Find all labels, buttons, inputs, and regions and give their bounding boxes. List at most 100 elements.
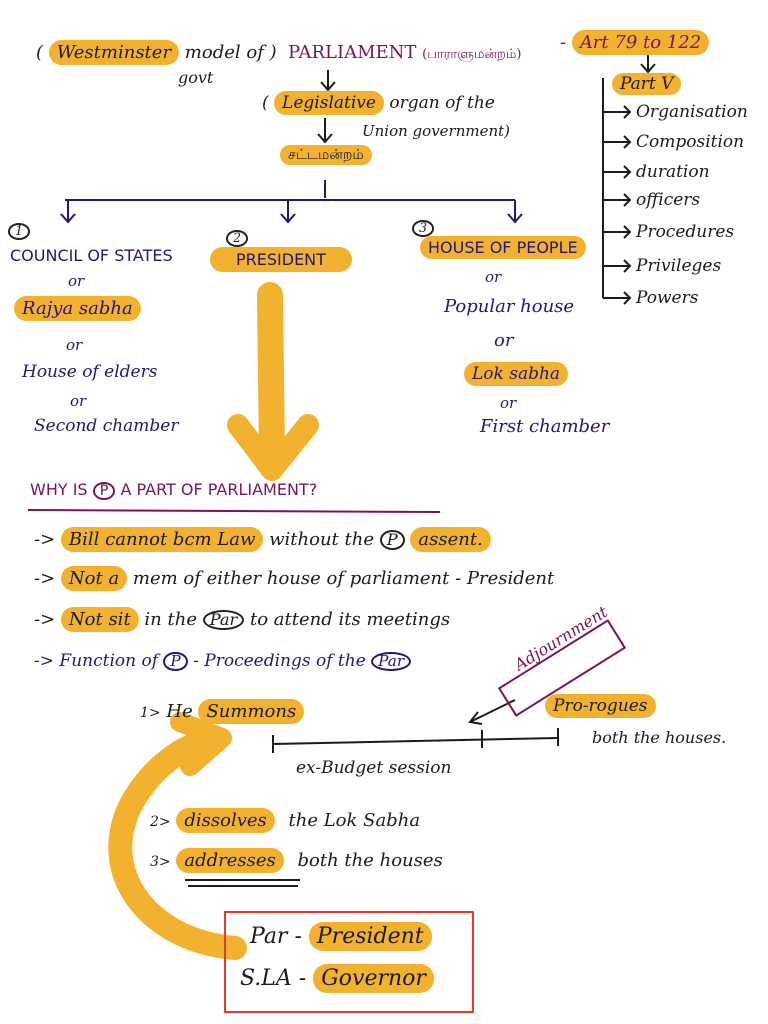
part-v-arrow-6 <box>603 259 632 273</box>
summary-box <box>224 911 474 1013</box>
box-row-1: Par - President <box>250 922 432 951</box>
branch-3-number: 3 <box>412 220 435 237</box>
box-president-label: President <box>308 922 432 951</box>
part-v-item-4: officers <box>636 190 701 210</box>
why-p-circle: P <box>92 482 116 501</box>
union-text: Union government) <box>362 122 511 140</box>
westminster-line: ( Westminster model of ) <box>36 40 277 65</box>
part-v-item-1: Organisation <box>636 102 748 122</box>
part-v-item-2: Composition <box>636 132 745 152</box>
timeline-line <box>272 737 559 745</box>
why-point-1: -> Bill cannot bcm Law without the P ass… <box>34 527 491 552</box>
ex-budget-label: ex-Budget session <box>296 758 452 778</box>
summons-label: Summons <box>198 699 305 724</box>
legislative-label: Legislative <box>274 91 384 115</box>
articles-label: Art 79 to 122 <box>571 30 710 55</box>
arrow-down-parliament <box>320 70 336 92</box>
curved-arrowhead <box>170 712 232 776</box>
house-name-3: First chamber <box>480 416 610 437</box>
addresses-underline <box>185 879 300 887</box>
parliament-title: PARLIAMENT (பாராளுமன்றம்) <box>288 44 521 62</box>
why-suffix: A PART OF PARLIAMENT? <box>120 480 318 499</box>
why-point-3-highlight: Not sit <box>60 607 139 632</box>
house-or-1: or <box>485 268 502 286</box>
arrow-down-legislative <box>317 118 333 144</box>
part-v-arrow-1 <box>603 105 632 119</box>
parliament-label: PARLIAMENT <box>288 42 417 63</box>
adjournment-arrow <box>468 699 516 725</box>
why-underline <box>27 509 441 513</box>
branch-1-number: 1 <box>8 223 31 240</box>
arrow-down-art <box>640 52 656 74</box>
branch-arrowheads <box>60 213 523 224</box>
big-down-arrow <box>257 282 285 468</box>
why-heading: WHY IS P A PART OF PARLIAMENT? <box>30 480 318 501</box>
big-down-arrowhead <box>227 414 319 481</box>
articles-line: - Art 79 to 122 <box>560 30 710 55</box>
both-houses-label: both the houses. <box>592 728 727 747</box>
why-point-2: -> Not a mem of either house of parliame… <box>34 566 555 591</box>
why-point-4: -> Function of P - Proceedings of the Pa… <box>34 652 412 672</box>
council-or-1: or <box>68 272 85 290</box>
why-point-1-highlight: Bill cannot bcm Law <box>60 527 264 552</box>
sattamandram-line: சட்டமன்றம் <box>280 145 372 165</box>
house-or-2: or <box>494 330 514 351</box>
part-v-item-5: Procedures <box>636 222 735 242</box>
house-of-people-label: HOUSE OF PEOPLE <box>420 236 586 259</box>
function-3: 3> addresses both the houses <box>150 848 443 873</box>
govt-label: govt <box>178 68 214 87</box>
council-title: COUNCIL OF STATES <box>10 246 173 265</box>
function-1: 1> He Summons <box>140 699 305 724</box>
function-2: 2> dissolves the Lok Sabha <box>150 808 421 833</box>
lok-sabha-label: Lok sabha <box>464 362 569 386</box>
part-v-arrow-5 <box>603 225 632 239</box>
organ-text: organ of the <box>389 93 495 113</box>
council-or-2: or <box>66 336 83 354</box>
part-v-arrow-7 <box>603 291 632 305</box>
model-of-label: model of <box>184 42 264 63</box>
why-point-4-circle: P <box>163 652 188 672</box>
sattamandram-label: சட்டமன்றம் <box>280 145 372 165</box>
curved-arrow <box>108 726 247 960</box>
why-point-1-circle: P <box>379 530 405 551</box>
council-or-3: or <box>70 392 87 410</box>
why-point-4-circle-2: Par <box>371 652 412 672</box>
house-or-3: or <box>500 394 517 412</box>
house-name-1: Popular house <box>444 296 575 317</box>
prorogues-label: Pro-rogues <box>545 694 656 718</box>
branch-2-number: 2 <box>226 230 249 247</box>
council-name-2: House of elders <box>22 362 158 382</box>
why-point-2-highlight: Not a <box>60 566 128 591</box>
prorogues-wrap: Pro-rogues <box>545 694 656 718</box>
why-prefix: WHY IS <box>30 480 88 499</box>
why-point-3-circle: Par <box>202 610 245 631</box>
part-v-title: Part V <box>612 73 682 95</box>
council-name-1-wrap: Rajya sabha <box>14 296 141 321</box>
timeline-ticks <box>272 728 559 753</box>
part-v-arrow-3 <box>603 165 632 179</box>
part-v-item-6: Privileges <box>636 256 722 276</box>
part-v-item-7: Powers <box>636 288 699 308</box>
branch-tree <box>65 180 516 222</box>
westminster-label: Westminster <box>48 40 180 65</box>
box-governor-label: Governor <box>313 964 434 993</box>
adjournment-box <box>497 619 627 717</box>
why-point-3: -> Not sit in the Par to attend its meet… <box>34 607 451 632</box>
why-point-1-highlight-2: assent. <box>410 527 491 552</box>
addresses-label: addresses <box>176 848 284 873</box>
house-name-2-wrap: Lok sabha <box>464 362 569 386</box>
legislative-line: ( Legislative organ of the <box>262 91 495 115</box>
president-title-wrap: PRESIDENT <box>210 247 352 272</box>
part-v-arrow-2 <box>603 135 632 149</box>
dissolves-label: dissolves <box>176 808 275 833</box>
president-label: PRESIDENT <box>210 247 352 272</box>
house-title-wrap: HOUSE OF PEOPLE <box>420 236 586 259</box>
part-v-arrow-4 <box>603 193 632 207</box>
box-row-2: S.LA - Governor <box>240 964 434 993</box>
part-v-label: Part V <box>612 73 682 95</box>
part-v-item-3: duration <box>636 162 710 182</box>
parliament-tamil: (பாராளுமன்றம்) <box>422 47 522 62</box>
council-name-3: Second chamber <box>34 416 179 436</box>
rajya-sabha-label: Rajya sabha <box>14 296 141 321</box>
